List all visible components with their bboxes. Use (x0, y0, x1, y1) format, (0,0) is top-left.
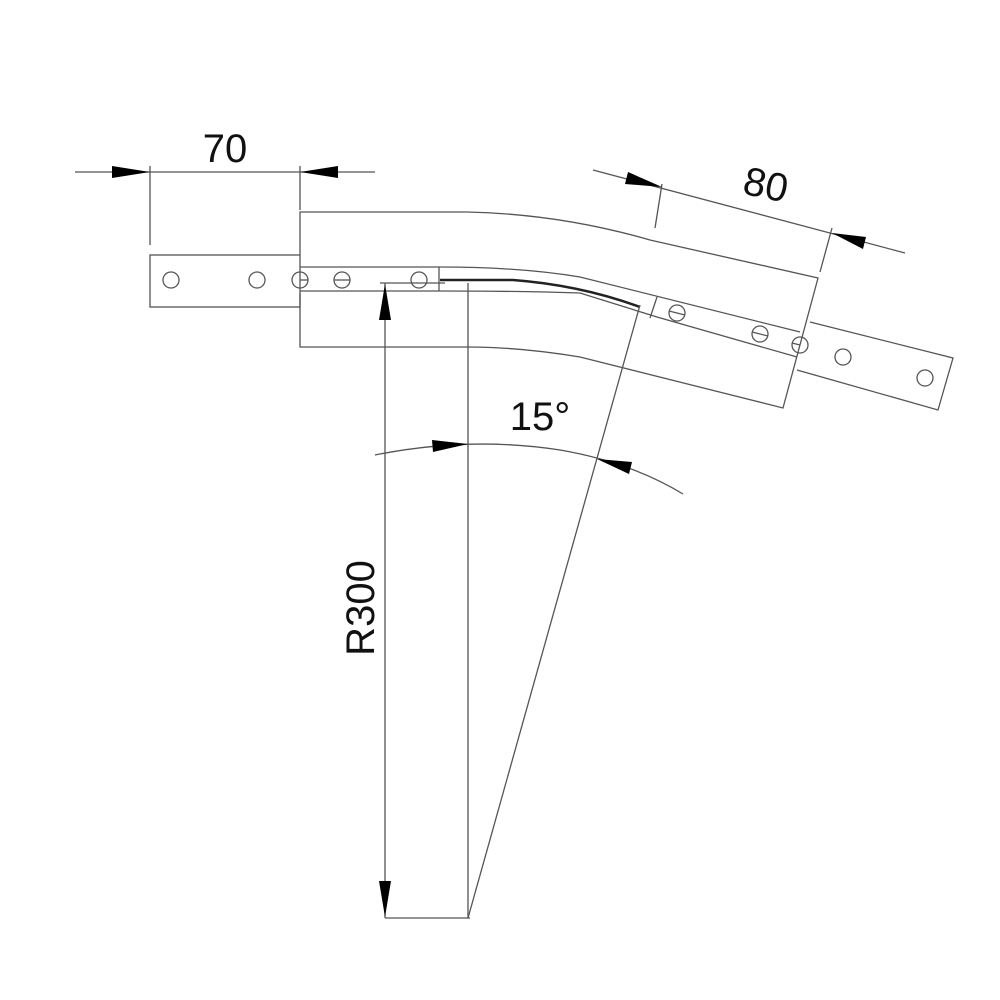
dimension-70-label: 70 (203, 127, 248, 171)
left-bar (149, 254, 428, 308)
dimension-80-label: 80 (739, 159, 792, 211)
right-bar (668, 304, 954, 411)
curved-body (299, 211, 819, 409)
dimension-angle: 15° (374, 395, 684, 495)
dimension-radius: R300 (339, 282, 641, 919)
radius-label: R300 (339, 560, 383, 656)
angle-label: 15° (510, 395, 571, 439)
dimension-70: 70 (75, 127, 375, 245)
dimension-80: 80 (592, 159, 906, 273)
